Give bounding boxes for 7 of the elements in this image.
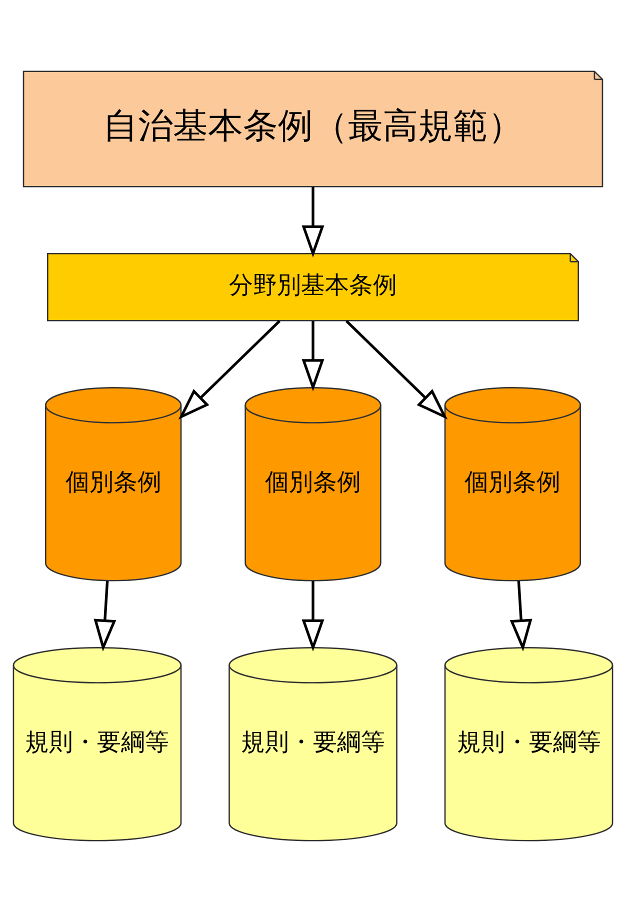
arrow [345,320,448,420]
arrow [94,580,116,652]
arrow [302,321,324,392]
arrow [302,186,324,258]
arrow [510,580,532,652]
arrow [302,580,324,652]
arrow [178,320,281,420]
